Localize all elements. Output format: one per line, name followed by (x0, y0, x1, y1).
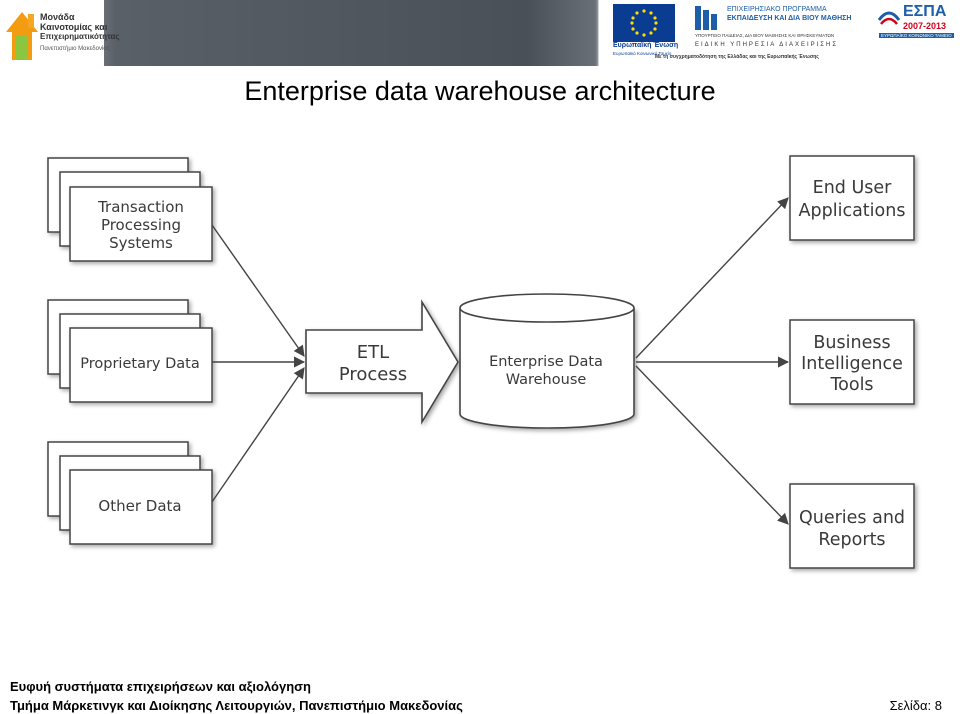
source-stack-transaction: Transaction Processing Systems (47, 157, 213, 262)
output-business-intelligence-tools: Business Intelligence Tools (789, 319, 915, 405)
source-stack-other: Other Data (47, 441, 213, 545)
espa-logo-line-3: ΕΥΡΩΠΑΪΚΟ ΚΟΙΝΩΝΙΚΟ ΤΑΜΕΙΟ (879, 33, 954, 38)
program-logo-line-2: ΕΚΠΑΙΔΕΥΣΗ ΚΑΙ ΔΙΑ ΒΙΟΥ ΜΑΘΗΣΗ (727, 15, 852, 22)
sponsor-logos: Ευρωπαϊκή Ένωση Ευρωπαϊκό Κοινωνικό Ταμε… (598, 0, 960, 66)
etl-line-1: ETL (357, 342, 389, 363)
espa-logo-line-1: ΕΣΠΑ (903, 3, 947, 20)
espa-emblem-icon (877, 11, 901, 25)
warehouse-line-2: Warehouse (506, 372, 587, 388)
source-other-line-1: Other Data (98, 497, 181, 515)
arrow-warehouse-to-end-user (635, 197, 789, 359)
cofunding-note: Με τη συγχρηματοδότηση της Ελλάδας και τ… (655, 54, 819, 60)
output-bi-line-3: Tools (829, 375, 873, 395)
program-logo-line-1: ΕΠΙΧΕΙΡΗΣΙΑΚΟ ΠΡΟΓΡΑΜΜΑ (727, 6, 827, 13)
footer-course-title: Ευφυή συστήματα επιχειρήσεων και αξιολόγ… (10, 679, 311, 694)
output-bi-line-1: Business (813, 333, 890, 353)
etl-process: ETL Process (305, 299, 459, 425)
output-box-bi (789, 319, 915, 405)
enterprise-data-warehouse: Enterprise Data Warehouse (459, 293, 635, 429)
output-queries-and-reports: Queries and Reports (789, 483, 915, 569)
unit-logo: Μονάδα Καινοτομίας και Επιχειρηματικότητ… (0, 0, 120, 66)
output-box-end-user (789, 155, 915, 241)
source-proprietary-line-1: Proprietary Data (80, 356, 199, 372)
warehouse-cylinder-body (459, 308, 635, 429)
arrow-warehouse-to-queries (635, 365, 789, 525)
program-logo-line-3: ΥΠΟΥΡΓΕΙΟ ΠΑΙΔΕΙΑΣ, ΔΙΑ ΒΙΟΥ ΜΑΘΗΣΗΣ ΚΑΙ… (695, 33, 835, 38)
eu-logo-line-1: Ευρωπαϊκή Ένωση (613, 42, 679, 49)
house-logo-icon (6, 12, 38, 60)
source-box-other (69, 469, 213, 545)
unit-logo-line-3: Επιχειρηματικότητας (40, 32, 120, 41)
source-box-transaction (69, 186, 213, 262)
etl-arrow-shape (305, 299, 459, 425)
program-logo-icon (695, 6, 717, 30)
source-box-proprietary (69, 327, 213, 403)
warehouse-line-1: Enterprise Data (489, 354, 603, 370)
architecture-diagram: Transaction Processing Systems Proprieta… (47, 155, 915, 569)
arrow-other-to-etl (211, 367, 305, 503)
output-box-queries (789, 483, 915, 569)
warehouse-cylinder-top (459, 293, 635, 323)
output-queries-line-1: Queries and (799, 508, 905, 528)
unit-logo-line-2: Καινοτομίας και (40, 22, 108, 32)
output-end-user-line-1: End User (813, 178, 893, 198)
page-number: Σελίδα: 8 (889, 698, 942, 713)
espa-logo-line-2: 2007-2013 (903, 21, 947, 31)
source-stack-proprietary: Proprietary Data (47, 299, 213, 403)
etl-line-2: Process (339, 364, 407, 385)
footer-department: Τμήμα Μάρκετινγκ και Διοίκησης Λειτουργι… (10, 698, 463, 713)
program-logo-line-4: ΕΙΔΙΚΗ ΥΠΗΡΕΣΙΑ ΔΙΑΧΕΙΡΙΣΗΣ (695, 42, 839, 48)
output-queries-line-2: Reports (818, 530, 885, 550)
output-bi-line-2: Intelligence (801, 354, 903, 374)
eu-logo-line-2: Ευρωπαϊκό Κοινωνικό Ταμείο (613, 51, 672, 56)
source-transaction-line-3: Systems (109, 234, 173, 252)
unit-logo-line-4: Πανεπιστήμιο Μακεδονίας (40, 46, 110, 52)
source-transaction-line-1: Transaction (97, 198, 184, 216)
source-transaction-line-2: Processing (101, 216, 181, 234)
output-end-user-applications: End User Applications (789, 155, 915, 241)
unit-logo-line-1: Μονάδα (40, 12, 75, 22)
slide-title: Enterprise data warehouse architecture (244, 76, 716, 106)
arrow-transaction-to-etl (211, 224, 305, 357)
eu-flag-icon (613, 4, 675, 42)
output-end-user-line-2: Applications (799, 201, 906, 221)
